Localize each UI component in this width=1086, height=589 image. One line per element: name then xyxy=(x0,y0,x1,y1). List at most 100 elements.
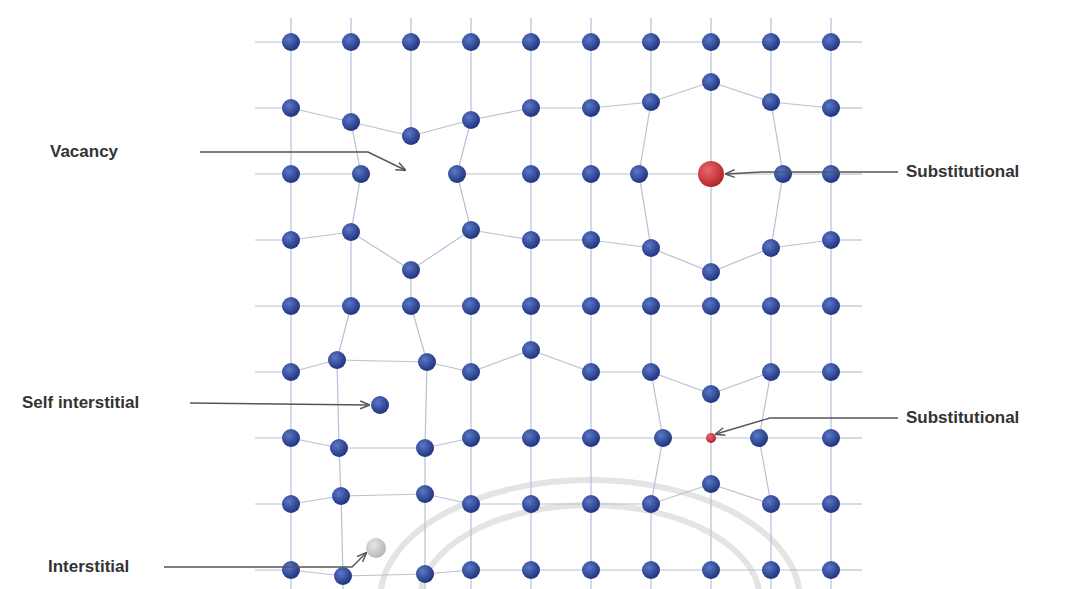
bond-line xyxy=(351,232,411,270)
bond-line xyxy=(591,437,663,438)
atom xyxy=(462,429,480,447)
bond-line xyxy=(830,504,831,570)
bond-line xyxy=(290,306,291,372)
bond-line xyxy=(590,306,591,372)
leader-lines xyxy=(164,152,898,567)
bond-line xyxy=(411,120,471,136)
bond-line xyxy=(711,372,771,394)
bond-line xyxy=(771,174,783,248)
bond-line xyxy=(759,437,831,438)
atom xyxy=(282,297,300,315)
atom xyxy=(630,165,648,183)
bond-line xyxy=(470,372,471,438)
atom xyxy=(642,239,660,257)
atom xyxy=(582,363,600,381)
atom xyxy=(762,239,780,257)
atom xyxy=(582,297,600,315)
atom xyxy=(822,429,840,447)
atom xyxy=(702,475,720,493)
atom xyxy=(642,495,660,513)
atom xyxy=(702,561,720,579)
bond-line xyxy=(711,484,771,504)
bond-line xyxy=(337,360,427,362)
bond-line xyxy=(651,248,711,272)
atom xyxy=(328,351,346,369)
bond-line xyxy=(651,484,711,504)
bond-line xyxy=(290,372,291,438)
bond-line xyxy=(830,108,831,174)
bond-line xyxy=(341,494,425,496)
bond-line xyxy=(531,350,591,372)
bond-line xyxy=(290,108,291,174)
atom xyxy=(822,363,840,381)
bond-line xyxy=(471,350,531,372)
atom xyxy=(402,127,420,145)
atom xyxy=(342,113,360,131)
bond-line xyxy=(771,102,831,108)
bond-line xyxy=(470,504,471,570)
bond-line xyxy=(530,240,531,306)
atom xyxy=(582,429,600,447)
atom xyxy=(462,561,480,579)
atom xyxy=(416,485,434,503)
bond-line xyxy=(591,102,651,108)
leader-line xyxy=(200,152,405,170)
atom xyxy=(332,487,350,505)
atom xyxy=(706,433,716,443)
atom xyxy=(582,231,600,249)
bond-line xyxy=(770,504,771,570)
bond-line xyxy=(650,504,651,570)
atom xyxy=(522,561,540,579)
atom xyxy=(702,33,720,51)
atom xyxy=(342,223,360,241)
watermark-arc xyxy=(420,505,760,589)
atom xyxy=(702,385,720,403)
bond-line xyxy=(639,102,651,174)
atom xyxy=(462,111,480,129)
atom xyxy=(822,33,840,51)
atom xyxy=(282,33,300,51)
bond-line xyxy=(710,484,711,570)
defect-label: Vacancy xyxy=(50,142,118,162)
atom xyxy=(282,495,300,513)
atom xyxy=(462,297,480,315)
bond-line xyxy=(471,230,531,240)
bond-line xyxy=(651,82,711,102)
atom xyxy=(366,538,386,558)
atom xyxy=(330,439,348,457)
bond-line xyxy=(651,438,663,504)
bond-line xyxy=(424,494,425,574)
bond-line xyxy=(711,248,771,272)
atom xyxy=(822,297,840,315)
bond-line xyxy=(351,122,411,136)
atom xyxy=(702,297,720,315)
atom xyxy=(762,561,780,579)
atom xyxy=(642,363,660,381)
atom xyxy=(522,165,540,183)
atom xyxy=(402,261,420,279)
bond-line xyxy=(830,306,831,372)
bond-line xyxy=(590,372,591,438)
atom xyxy=(416,565,434,583)
bond-line xyxy=(590,438,591,504)
atom xyxy=(642,561,660,579)
bond-line xyxy=(639,174,651,248)
atom xyxy=(342,33,360,51)
atom xyxy=(522,33,540,51)
bond-line xyxy=(470,230,471,306)
bond-line xyxy=(530,504,531,570)
bond-line xyxy=(759,438,771,504)
atom xyxy=(416,439,434,457)
bond-line xyxy=(710,174,711,272)
atom xyxy=(282,231,300,249)
defect-label: Interstitial xyxy=(48,557,129,577)
atom xyxy=(522,99,540,117)
atom xyxy=(762,33,780,51)
atom xyxy=(822,231,840,249)
atom xyxy=(282,561,300,579)
atom xyxy=(762,297,780,315)
bond-line xyxy=(590,504,591,570)
bond-line xyxy=(290,174,291,240)
leader-line xyxy=(164,553,366,567)
atom xyxy=(418,353,436,371)
